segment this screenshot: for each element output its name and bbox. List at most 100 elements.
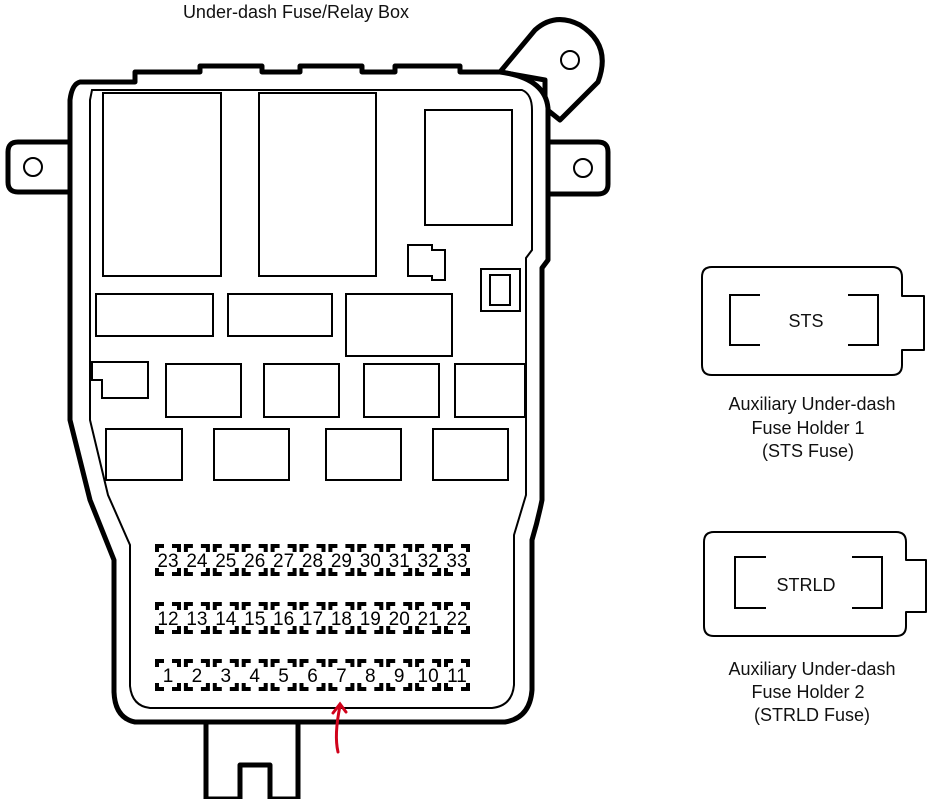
fuse-number: 8 [365,666,376,687]
relay-mid-4 [454,363,526,418]
fuse-slot: 2 [183,659,210,691]
fuse-slot: 27 [270,544,297,576]
fuse-slot: 25 [212,544,239,576]
fuse-number: 27 [273,551,294,572]
fuse-slot: 1 [155,659,181,691]
fuse-slot: 14 [212,602,239,634]
fuse-slot: 23 [155,544,181,576]
fuse-number: 5 [278,666,289,687]
fuse-number: 9 [394,666,405,687]
fuse-number: 3 [221,666,232,687]
fuse-slot: 31 [386,544,413,576]
fuse-number: 22 [446,609,467,630]
aux-holder-2-caption-line1: Auxiliary Under-dash [728,659,895,679]
aux-holder-1-caption-line2: Fuse Holder 1 [751,418,864,438]
fuse-number: 15 [244,609,265,630]
fuse-slot: 6 [299,659,326,691]
fuse-number: 23 [157,551,178,572]
fuse-slot: 29 [328,544,355,576]
left-mounting-ear [5,139,73,195]
fuse-number: 11 [447,666,467,687]
fuse-number: 31 [389,551,410,572]
fuse-slot: 26 [241,544,268,576]
fuse-number: 30 [360,551,381,572]
relay-mid-3 [363,363,440,418]
aux-holder-2-caption-line3: (STRLD Fuse) [754,705,870,725]
fuse-slot: 11 [444,659,470,691]
right-mounting-hole [573,158,593,178]
fuse-number: 21 [418,609,439,630]
fuse-number: 29 [331,551,352,572]
fuse-slot: 13 [183,602,210,634]
fuse-slot: 24 [183,544,210,576]
fuse-slot: 8 [357,659,384,691]
right-mounting-ear [545,139,611,197]
relay-low-4 [432,428,509,481]
connector-3 [345,293,453,357]
fuse-slot: 3 [212,659,239,691]
fuse-number: 28 [302,551,323,572]
fuse-number: 19 [360,609,381,630]
fuse-slot: 7 [328,659,355,691]
fuse-number: 25 [215,551,236,572]
fuse-number: 10 [418,666,439,687]
relay-large-1 [102,92,222,277]
diagram-title: Under-dash Fuse/Relay Box [183,2,409,22]
fuse-number: 1 [163,666,174,687]
red-marker-arrow [331,701,348,754]
fuse-slot: 12 [155,602,181,634]
fuse-number: 12 [157,609,178,630]
top-mounting-ear [497,17,605,123]
fuse-slot: 28 [299,544,326,576]
fuse-number: 26 [244,551,265,572]
aux-holder-1-caption-line3: (STS Fuse) [762,441,854,461]
fuse-number: 32 [418,551,439,572]
fuse-slot: 20 [386,602,413,634]
fuse-box-inner-outline [89,89,533,709]
aux-fuse-holder-1: STS Auxiliary Under-dash Fuse Holder 1 (… [701,266,925,461]
fuse-number: 18 [331,609,352,630]
aux-fuse-2-label: STRLD [776,575,835,595]
aux-fuse-holder-2: STRLD Auxiliary Under-dash Fuse Holder 2… [703,531,927,725]
fuse-slot: 16 [270,602,297,634]
fuse-number: 6 [307,666,318,687]
diode-socket-inner [489,274,511,306]
fuse-slot: 30 [357,544,384,576]
fuse-slot: 22 [444,602,470,634]
connector-1 [95,293,214,337]
relay-large-2 [258,92,377,277]
connector-2 [227,293,333,337]
fuse-number: 2 [192,666,203,687]
fuse-number: 16 [273,609,294,630]
fuse-number: 24 [186,551,208,572]
fuse-number: 4 [249,666,260,687]
relay-low-3 [325,428,402,481]
fuse-number: 14 [215,609,237,630]
fuse-slot: 32 [415,544,442,576]
aux-fuse-1-label: STS [788,311,823,331]
fuse-slot: 21 [415,602,442,634]
relay-low-2 [213,428,290,481]
fuse-slot: 17 [299,602,326,634]
fuse-number: 7 [336,666,347,687]
relay-small-1 [91,361,149,399]
fuse-slot: 15 [241,602,268,634]
fuse-slot: 33 [444,544,470,576]
top-mounting-hole [560,50,580,70]
fuse-slot: 5 [270,659,297,691]
left-mounting-hole [23,157,43,177]
small-relay [407,244,446,281]
fuse-slot: 4 [241,659,268,691]
relay-large-3 [424,109,513,226]
fuse-number: 33 [446,551,467,572]
relay-low-1 [105,428,183,481]
fuse-number: 20 [389,609,410,630]
relay-mid-1 [165,363,242,418]
fuse-slot: 19 [357,602,384,634]
fuse-number: 13 [186,609,207,630]
fuse-number: 17 [302,609,323,630]
fuse-slot: 10 [415,659,442,691]
aux-holder-2-caption-line2: Fuse Holder 2 [751,682,864,702]
